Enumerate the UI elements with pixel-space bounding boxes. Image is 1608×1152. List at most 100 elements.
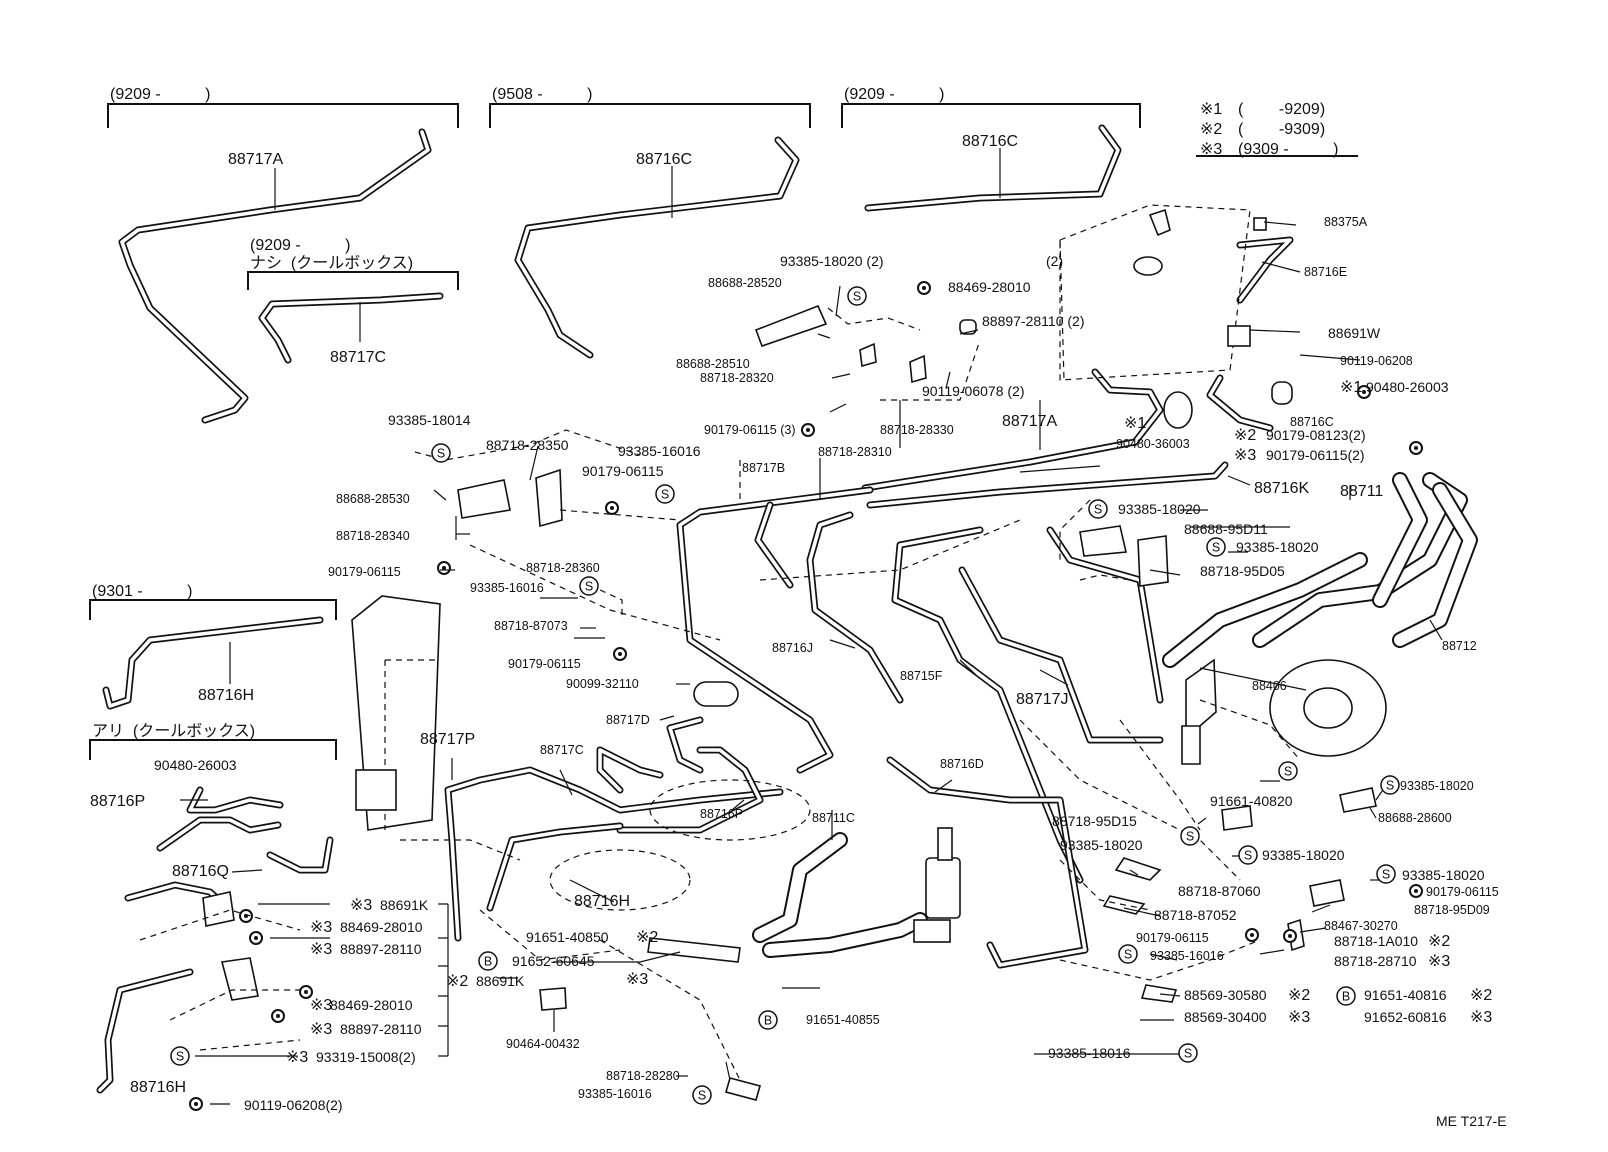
callout-90179-06115-2: 90179-06115(2): [1266, 447, 1365, 463]
callout-88716P-left: 88716P: [90, 793, 145, 810]
callout-88688-28530: 88688-28530: [336, 492, 410, 506]
group-headers: (9209 - ) (9508 - ) (9209 - ) (9209 - ) …: [92, 86, 944, 740]
callout-90119-06078-2: 90119-06078 (2): [922, 383, 1024, 399]
symbol-s: S: [1212, 541, 1220, 555]
mark-3-i: ※3: [1428, 953, 1450, 970]
legend-mark-1: ※1: [1200, 101, 1222, 118]
callout-93385-16016-c: 93385-16016: [1150, 949, 1224, 963]
symbol-s: S: [853, 290, 861, 304]
mark-2-d: ※2: [1428, 933, 1450, 950]
callout-88711: 88711: [1340, 483, 1383, 500]
callout-93385-18020-b: 93385-18020: [1118, 501, 1201, 517]
hoses: [752, 472, 1478, 958]
callout-93385-18020-c: 93385-18020: [1236, 539, 1319, 555]
callout-90179-08123-2: 90179-08123(2): [1266, 427, 1366, 443]
callout-88375A: 88375A: [1324, 215, 1368, 229]
callout-88718-95D05: 88718-95D05: [1200, 563, 1285, 579]
callout-88688-28600: 88688-28600: [1378, 811, 1452, 825]
mark-3-c: ※3: [350, 897, 372, 914]
mark-3-g: ※3: [310, 1021, 332, 1038]
callout-88717P: 88717P: [420, 731, 475, 748]
callout-88716K: 88716K: [1254, 480, 1309, 497]
callout-90464-00432: 90464-00432: [506, 1037, 580, 1051]
callout-91652-60816: 91652-60816: [1364, 1009, 1447, 1025]
callout-88718-28320: 88718-28320: [700, 371, 774, 385]
symbol-s: S: [1124, 948, 1132, 962]
mark-3-k: ※3: [1470, 1009, 1492, 1026]
callout-88718-87073: 88718-87073: [494, 619, 568, 633]
callout-88716D: 88716D: [940, 757, 984, 771]
callout-91651-40855: 91651-40855: [806, 1013, 880, 1027]
group-header-9301: (9301 - ): [92, 583, 192, 600]
callout-93319-15008-2: 93319-15008(2): [316, 1049, 416, 1065]
legend: ※1 ( -9209) ※2 ( -9309) ※3 (9309 - ): [1200, 101, 1338, 158]
symbol-s: S: [437, 447, 445, 461]
callout-88717C-top: 88717C: [330, 349, 386, 366]
callout-90179-06115-e: 90179-06115: [1136, 931, 1209, 945]
callout-88718-1A010: 88718-1A010: [1334, 933, 1418, 949]
callout-93385-16016-d: 93385-16016: [578, 1087, 652, 1101]
callout-88717A-mid: 88717A: [1002, 413, 1057, 430]
callout-93385-18014: 93385-18014: [388, 412, 471, 428]
symbol-s: S: [661, 488, 669, 502]
page-code: ME T217-E: [1436, 1113, 1507, 1129]
group-header-9209-b: (9209 - ): [844, 86, 944, 103]
callout-90480-36003: 90480-36003: [1116, 437, 1190, 451]
callout-88716E: 88716E: [1304, 265, 1347, 279]
callout-88897-28110-b: 88897-28110: [340, 1021, 422, 1037]
legend-mark-3: ※3: [1200, 141, 1222, 158]
group-header-with-coolbox: アリ (クールボックス): [92, 722, 255, 740]
mark-3-d: ※3: [310, 919, 332, 936]
symbol-b: B: [484, 955, 492, 969]
callout-88716Q: 88716Q: [172, 863, 229, 880]
callout-90179-06115-c: 90179-06115: [508, 657, 581, 671]
revision-marks: ※1 ※1 ※2 ※3 ※2 ※3 ※3 ※3 ※3 ※2 ※3 ※3 ※3 ※…: [286, 379, 1492, 1066]
callout-93385-18020-g: 93385-18020: [1402, 867, 1485, 883]
callout-88688-28520: 88688-28520: [708, 276, 782, 290]
callout-93385-18020-2a: 93385-18020 (2): [780, 253, 884, 269]
callout-88717C-mid: 88717C: [540, 743, 584, 757]
group-brackets: [89, 103, 1358, 760]
callout-88716H-low: 88716H: [574, 893, 630, 910]
callout-88718-28710: 88718-28710: [1334, 953, 1417, 969]
callout-88718-28310: 88718-28310: [818, 445, 892, 459]
mark-3-h: ※3: [286, 1049, 308, 1066]
mark-2-e: ※2: [1288, 987, 1310, 1004]
symbol-markers: S S S S S S S S S S S S S S S B B B: [170, 286, 1400, 1105]
callout-88718-28280: 88718-28280: [606, 1069, 680, 1083]
callout-90099-32110: 90099-32110: [566, 677, 639, 691]
callout-93385-16016-a: 93385-16016: [618, 443, 701, 459]
group-header-9209-a: (9209 - ): [110, 86, 210, 103]
symbol-s: S: [1284, 765, 1292, 779]
symbol-s: S: [1186, 830, 1194, 844]
callout-88718-28340: 88718-28340: [336, 529, 410, 543]
callout-93385-16016-b: 93385-16016: [470, 581, 544, 595]
mark-2-b: ※2: [636, 929, 658, 946]
callout-88688-95D11: 88688-95D11: [1184, 521, 1268, 537]
mark-1-a: ※1: [1124, 415, 1146, 432]
symbol-s: S: [1382, 868, 1390, 882]
callout-88469-28010-b: 88469-28010: [340, 919, 423, 935]
callout-2-b: (2): [1046, 253, 1063, 269]
callout-90480-26003-a: 90480-26003: [1366, 379, 1449, 395]
callout-88718-28330: 88718-28330: [880, 423, 954, 437]
symbol-s: S: [1184, 1047, 1192, 1061]
mark-3-a: ※3: [1234, 447, 1256, 464]
group-header-9209-c: (9209 - ): [250, 237, 350, 254]
callout-88718-95D15: 88718-95D15: [1052, 813, 1137, 829]
dashed-lines: [139, 307, 1301, 1081]
callout-88716H-bottom: 88716H: [130, 1079, 186, 1096]
callout-90119-06208-2: 90119-06208(2): [244, 1097, 343, 1113]
symbol-s: S: [1244, 849, 1252, 863]
callout-88718-87052: 88718-87052: [1154, 907, 1237, 923]
legend-range-3: (9309 - ): [1238, 141, 1338, 158]
mark-2-f: ※2: [1470, 987, 1492, 1004]
callout-91652-60645: 91652-60645: [512, 953, 595, 969]
legend-mark-2: ※2: [1200, 121, 1222, 138]
callout-88717A-top: 88717A: [228, 151, 283, 168]
components: [202, 204, 1387, 1101]
callout-88716C-small: 88716C: [1290, 415, 1334, 429]
callout-88469-28010-a: 88469-28010: [948, 279, 1031, 295]
callout-91651-40816: 91651-40816: [1364, 987, 1447, 1003]
